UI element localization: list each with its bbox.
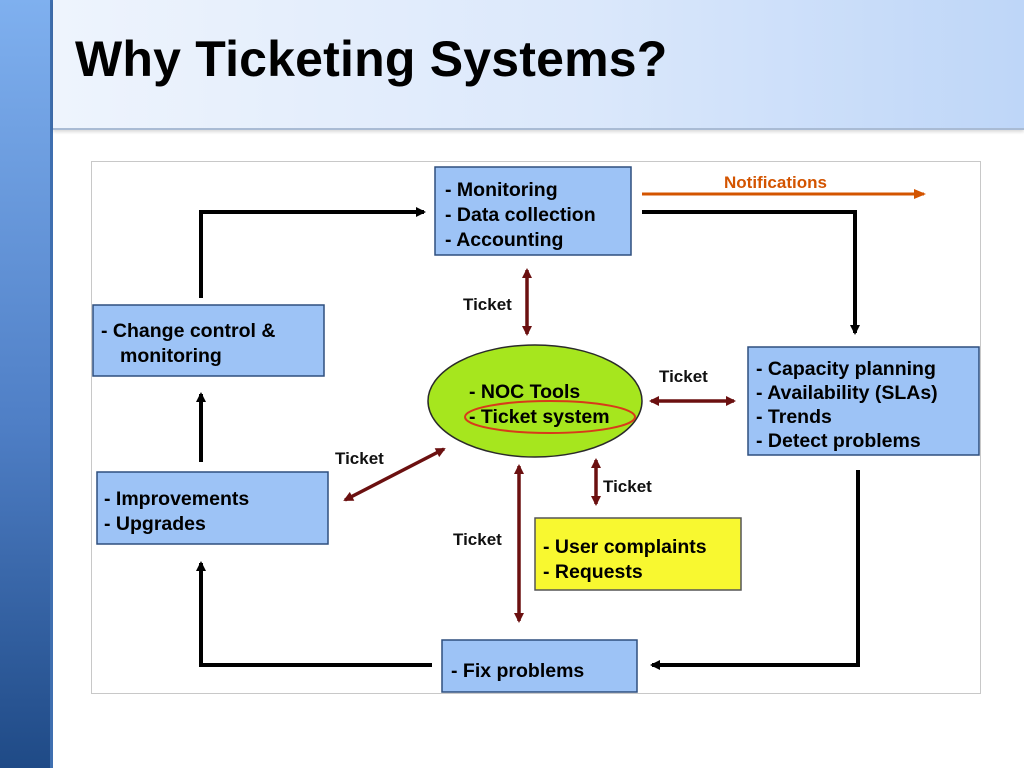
ticket-system-highlight: [464, 400, 636, 434]
improvements-box: - Improvements - Upgrades: [96, 471, 329, 545]
capacity-line-3: - Trends: [756, 406, 832, 428]
title-banner: [53, 0, 1024, 130]
ticket-label-improvements: Ticket: [335, 449, 384, 468]
monitoring-line-1: - Monitoring: [445, 179, 558, 201]
fix-problems-box: - Fix problems: [441, 639, 638, 693]
left-accent-edge: [50, 0, 53, 768]
user-complaints-line-1: - User complaints: [543, 536, 707, 558]
flow-arrows: [196, 207, 860, 670]
ticket-label-monitoring: Ticket: [463, 295, 512, 314]
improvements-line-2: - Upgrades: [104, 513, 206, 535]
ticket-label-user: Ticket: [603, 477, 652, 496]
slide-title: Why Ticketing Systems?: [75, 31, 668, 87]
flow-arrow-fix-to-improvements: [196, 561, 432, 667]
flow-arrow-change-to-monitoring: [199, 207, 426, 298]
flow-arrow-capacity-to-fix: [650, 470, 860, 670]
notifications-label: Notifications: [724, 173, 827, 192]
monitoring-line-3: - Accounting: [445, 229, 563, 251]
left-accent-bar: [0, 0, 52, 768]
flow-arrow-monitoring-to-capacity: [642, 210, 860, 335]
capacity-box: - Capacity planning - Availability (SLAs…: [747, 346, 980, 456]
change-control-box: - Change control & monitoring: [92, 304, 325, 377]
monitoring-box: - Monitoring - Data collection - Account…: [434, 166, 632, 256]
change-control-line-1: - Change control &: [101, 320, 275, 342]
ticket-label-fix: Ticket: [453, 530, 502, 549]
change-control-line-2: monitoring: [120, 345, 222, 367]
ticket-arrows: [343, 268, 736, 623]
noc-line-1: - NOC Tools: [469, 381, 580, 403]
improvements-line-1: - Improvements: [104, 488, 249, 510]
ticket-label-capacity: Ticket: [659, 367, 708, 386]
capacity-line-1: - Capacity planning: [756, 358, 936, 380]
user-complaints-line-2: - Requests: [543, 561, 643, 583]
noc-tools-ellipse: - NOC Tools - Ticket system: [427, 344, 643, 458]
monitoring-line-2: - Data collection: [445, 204, 596, 226]
capacity-line-2: - Availability (SLAs): [756, 382, 938, 404]
noc-line-2: - Ticket system: [469, 406, 610, 428]
capacity-line-4: - Detect problems: [756, 430, 921, 452]
ticket-arrow-improvements: [343, 447, 446, 502]
user-complaints-box: - User complaints - Requests: [534, 517, 742, 591]
fix-problems-line-1: - Fix problems: [451, 660, 584, 682]
